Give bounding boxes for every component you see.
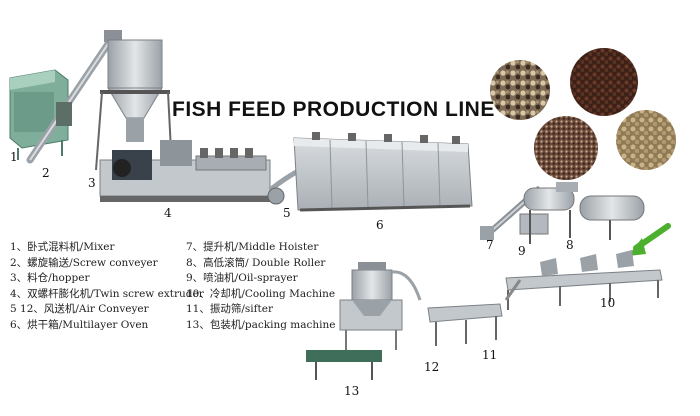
label-3: 3 [88,176,96,190]
legend-item: 4、双螺杆膨化机/Twin screw extruder [10,287,204,300]
legend-item: 7、提升机/Middle Hoister [186,241,319,253]
pellet-sample-mixed [490,60,550,120]
legend-item: 13、包装机/packing machine [186,318,336,331]
label-8: 8 [566,238,574,252]
flow-arrow [628,223,671,256]
label-5: 5 [283,206,291,220]
air-conveyer [267,167,302,205]
pellet-sample-tan [616,110,676,170]
mixer-machine [9,69,69,160]
diagram-title: FISH FEED PRODUCTION LINE [172,98,495,121]
sifter-machine [427,303,503,346]
legend-item: 1、卧式混料机/Mixer [10,241,115,253]
pellet-sample-small [534,116,598,180]
label-11: 11 [482,348,498,362]
legend-item: 2、螺旋输送/Screw conveyer [10,256,158,269]
double-roller-and-oil-sprayer [519,182,645,244]
legend-item: 11、振动筛/sifter [186,303,273,315]
label-4: 4 [164,206,172,220]
multilayer-oven [293,132,473,212]
hopper-machine [95,39,173,171]
label-2: 2 [42,166,50,180]
packing-machine [306,262,422,380]
legend-right: 7、提升机/Middle Hoister 8、高低滚筒/ Double Roll… [186,240,336,333]
legend-item: 6、烘干箱/Multilayer Oven [10,318,149,331]
cooling-machine [504,250,663,310]
twin-screw-extruder [99,140,271,202]
label-9: 9 [518,244,526,258]
screw-conveyer [26,30,122,164]
pellet-sample-dark [570,48,638,116]
legend-item: 5 12、风送机/Air Conveyer [10,303,149,315]
legend-item: 3、料仓/hopper [10,272,90,284]
legend-item: 10、冷却机/Cooling Machine [186,287,336,300]
label-10: 10 [600,296,616,310]
legend-item: 9、喷油机/Oil-sprayer [186,272,298,284]
legend-left: 1、卧式混料机/Mixer 2、螺旋输送/Screw conveyer 3、料仓… [10,240,204,333]
legend-item: 8、高低滚筒/ Double Roller [186,256,326,269]
label-13: 13 [344,384,360,398]
feed-pellet-samples [490,48,676,180]
label-12: 12 [424,360,440,374]
label-1: 1 [10,150,18,164]
label-7: 7 [486,238,494,252]
label-6: 6 [376,218,384,232]
